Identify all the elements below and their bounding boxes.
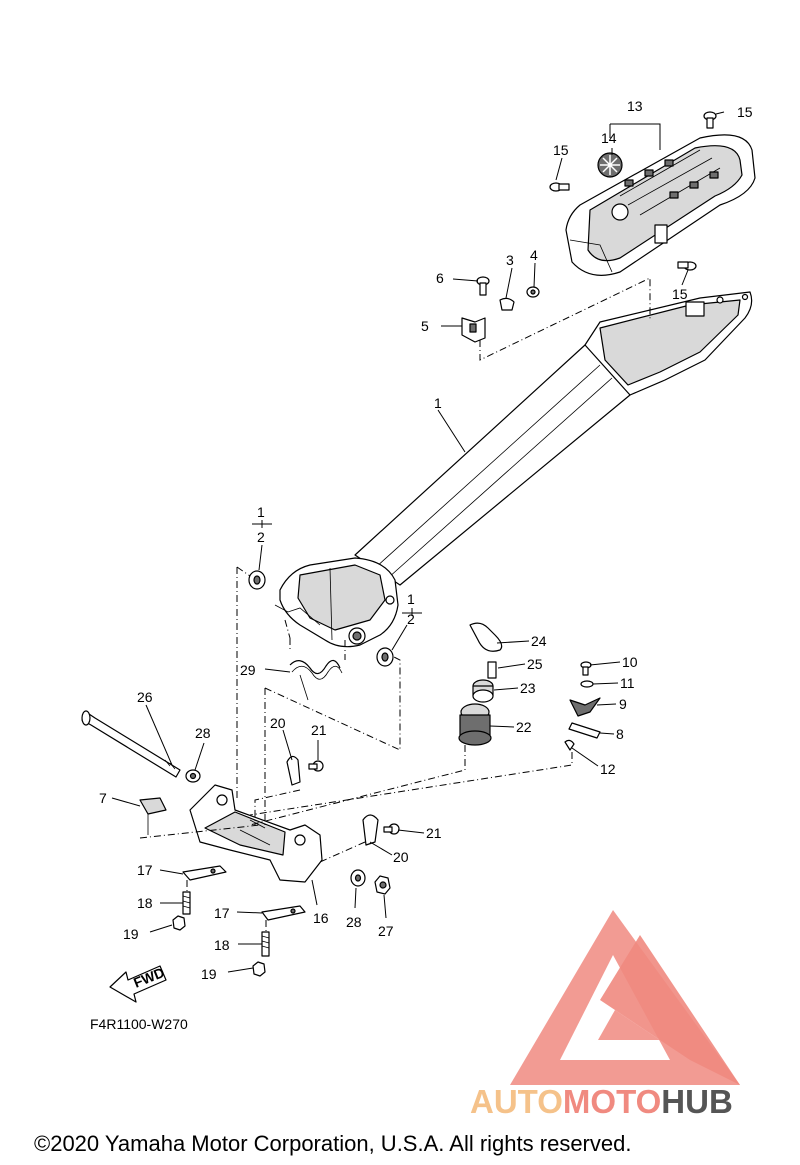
label-26: 26	[137, 689, 153, 705]
bolt-part-15-left	[549, 182, 570, 192]
watermark-text-auto: AUTO	[470, 1083, 563, 1120]
automotohub-watermark: AUTOMOTOHUB	[470, 910, 740, 1120]
label-17-right: 17	[214, 905, 230, 921]
svg-text:AUTOMOTOHUB: AUTOMOTOHUB	[470, 1083, 733, 1120]
label-15-right: 15	[672, 286, 688, 302]
label-1-right: 1	[407, 591, 415, 607]
label-2-right: 2	[407, 611, 415, 627]
label-3: 3	[506, 252, 514, 268]
knob-part-9	[569, 697, 601, 717]
label-18-left: 18	[137, 895, 153, 911]
nut-part-27	[374, 875, 391, 895]
top-cover-part-13	[565, 134, 756, 276]
pin-part-25	[487, 661, 497, 679]
label-12: 12	[600, 761, 616, 777]
label-14: 14	[601, 130, 617, 146]
bolt-part-15-right	[677, 261, 697, 271]
bracket-part-5	[461, 317, 486, 343]
watermark-text-hub: HUB	[661, 1083, 733, 1120]
plate-part-17-left	[182, 865, 227, 881]
label-28-left: 28	[195, 725, 211, 741]
bushing-part-2-left	[248, 570, 266, 590]
stud-part-18-left	[182, 891, 191, 915]
label-2-left: 2	[257, 529, 265, 545]
rod-part-8	[568, 722, 601, 739]
label-1-left: 1	[257, 504, 265, 520]
label-13: 13	[627, 98, 643, 114]
leader-lines	[111, 111, 725, 973]
screw-part-10	[580, 661, 592, 676]
bushing-part-2-right	[376, 647, 394, 667]
label-21-lower: 21	[426, 825, 442, 841]
lever-part-7	[139, 797, 167, 835]
bolt-part-6	[476, 276, 490, 296]
label-16: 16	[313, 910, 329, 926]
label-15-top: 15	[737, 104, 753, 120]
stud-part-18-right	[261, 931, 270, 957]
label-19-left: 19	[123, 926, 139, 942]
washer-part-11	[580, 680, 594, 688]
shaft-bolt-part-26	[81, 710, 181, 778]
collar-part-23	[472, 679, 494, 703]
label-22: 22	[516, 719, 532, 735]
bolt-part-21-lower	[383, 823, 400, 835]
washer-part-28-left	[185, 769, 201, 783]
label-17-left: 17	[137, 862, 153, 878]
label-20-lower: 20	[393, 849, 409, 865]
steering-pole-part-1	[274, 291, 753, 648]
label-4: 4	[530, 247, 538, 263]
washer-part-28-right	[350, 869, 366, 887]
bracket-part-20-lower	[362, 814, 379, 846]
boot-part-22	[458, 703, 492, 746]
label-20-upper: 20	[270, 715, 286, 731]
part-labels: 13 15 14 15 15 6 3 4 5 1 1 2 1 2 24 25 2…	[99, 98, 753, 982]
label-8: 8	[616, 726, 624, 742]
label-25: 25	[527, 656, 543, 672]
cable-tie-part-24	[469, 622, 503, 652]
assembly-dash-lines	[139, 277, 651, 932]
label-19-right: 19	[201, 966, 217, 982]
copyright-notice: ©2020 Yamaha Motor Corporation, U.S.A. A…	[34, 1131, 631, 1156]
label-24: 24	[531, 633, 547, 649]
nut-part-19-left	[172, 915, 186, 931]
label-18-right: 18	[214, 937, 230, 953]
spring-part-29	[289, 659, 343, 701]
label-5: 5	[421, 318, 429, 334]
clip-part-12	[564, 739, 575, 751]
label-6: 6	[436, 270, 444, 286]
clip-part-3	[499, 297, 515, 311]
label-23: 23	[520, 680, 536, 696]
label-1-pole: 1	[434, 395, 442, 411]
label-29: 29	[240, 662, 256, 678]
bolt-part-15-top	[703, 111, 717, 129]
label-10: 10	[622, 654, 638, 670]
diagram-code: F4R1100-W270	[90, 1016, 188, 1032]
plate-part-17-right	[261, 905, 306, 921]
label-21-upper: 21	[311, 722, 327, 738]
label-11: 11	[620, 675, 635, 691]
bracket-part-20-upper	[286, 755, 301, 786]
watermark-text-moto: MOTO	[563, 1083, 661, 1120]
label-9: 9	[619, 696, 627, 712]
mount-bracket-part-16	[189, 784, 323, 883]
label-15-left: 15	[553, 142, 569, 158]
label-27: 27	[378, 923, 394, 939]
bolt-part-21-upper	[308, 760, 324, 772]
nut-part-4	[526, 286, 540, 298]
label-7: 7	[99, 790, 107, 806]
nut-part-19-right	[252, 961, 266, 977]
forward-arrow-icon: FWD	[109, 964, 167, 1003]
emblem-part-14	[597, 152, 623, 178]
label-28-right: 28	[346, 914, 362, 930]
